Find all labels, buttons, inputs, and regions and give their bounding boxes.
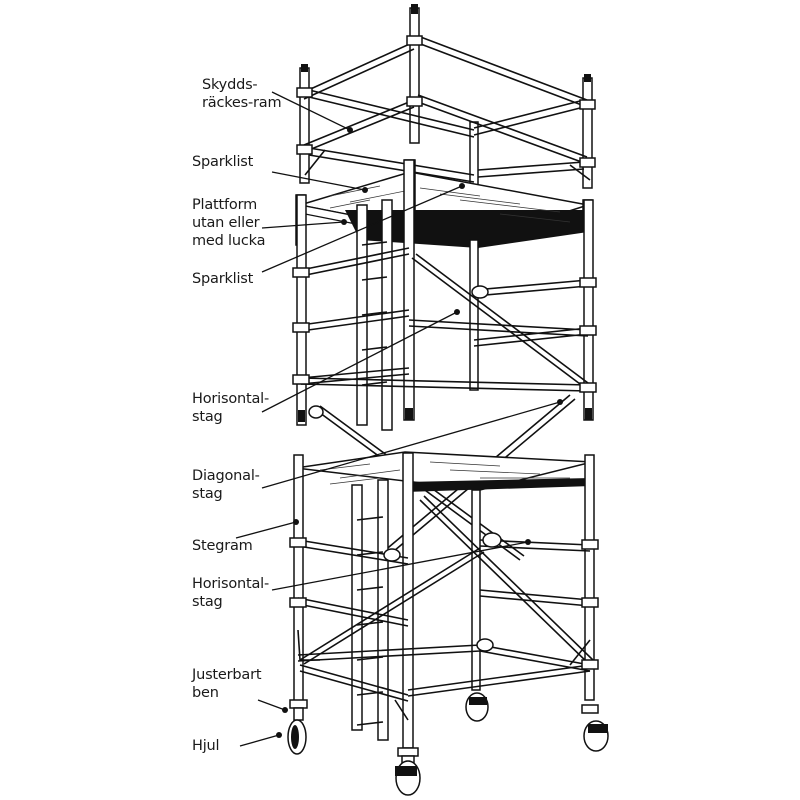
leader-lines (235, 91, 563, 747)
upper-frame (292, 159, 597, 431)
castor-wheels (287, 692, 609, 796)
upper-platform (295, 159, 593, 249)
label-justerbart-ben: Justerbart ben (192, 667, 262, 701)
label-diagonalstag: Diagonal- stag (192, 468, 260, 502)
label-sparklist-top: Sparklist (192, 154, 254, 170)
label-plattform: Plattform utan eller med lucka (192, 197, 266, 249)
lower-frame (289, 452, 599, 749)
label-stegram: Stegram (192, 538, 253, 554)
label-hjul: Hjul (192, 738, 220, 754)
label-horisontalstag-upper: Horisontal- stag (192, 391, 270, 425)
label-sparklist-bottom: Sparklist (192, 271, 254, 287)
lower-platform (295, 451, 593, 492)
label-horisontalstag-lower: Horisontal- stag (192, 576, 270, 610)
label-skyddsrackes-ram: Skydds- räckes-ram (202, 77, 282, 111)
guardrail-frame (296, 4, 596, 189)
